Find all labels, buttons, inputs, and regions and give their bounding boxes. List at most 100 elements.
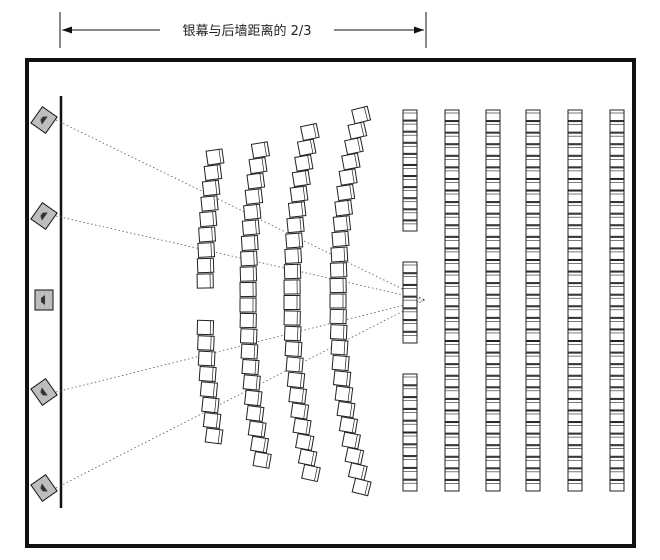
seat xyxy=(525,294,541,307)
seat xyxy=(402,187,418,199)
seat xyxy=(485,479,501,492)
seat xyxy=(444,155,460,168)
seat xyxy=(485,306,501,318)
seat xyxy=(351,477,372,497)
seat xyxy=(567,213,583,226)
seat xyxy=(609,398,625,411)
seat-column xyxy=(444,109,460,492)
seat xyxy=(444,398,460,411)
seat xyxy=(402,308,418,321)
speaker-icon xyxy=(30,377,58,407)
seat xyxy=(567,225,583,237)
seat xyxy=(240,343,259,360)
seat xyxy=(402,220,418,232)
seat xyxy=(239,266,258,282)
seat xyxy=(444,121,460,133)
curved-row xyxy=(196,148,225,445)
seat xyxy=(485,155,501,168)
seat xyxy=(567,375,583,388)
seat xyxy=(402,164,418,177)
seat xyxy=(402,131,418,143)
seat xyxy=(525,144,541,156)
seat xyxy=(402,320,418,332)
seat xyxy=(444,317,460,330)
seat xyxy=(248,156,268,175)
seat xyxy=(525,283,541,295)
seat xyxy=(286,216,305,234)
seat xyxy=(525,306,541,318)
seat xyxy=(239,328,258,344)
seat xyxy=(525,422,541,434)
seat xyxy=(525,259,541,272)
seat xyxy=(344,136,364,156)
seat xyxy=(485,271,501,284)
seat xyxy=(197,350,216,367)
seat xyxy=(609,144,625,156)
seat xyxy=(239,312,257,329)
seat xyxy=(525,167,541,179)
seat xyxy=(242,374,261,391)
seat xyxy=(244,188,264,205)
straight-seating xyxy=(402,109,625,492)
seat xyxy=(402,153,418,165)
seat xyxy=(609,190,625,203)
seat xyxy=(525,248,541,260)
seat xyxy=(444,225,460,237)
seat xyxy=(485,202,501,214)
seat xyxy=(402,456,418,468)
seat xyxy=(198,226,217,243)
seat xyxy=(485,468,501,480)
seat xyxy=(525,433,541,446)
seat xyxy=(567,364,583,376)
seat xyxy=(285,232,304,249)
seat xyxy=(244,389,263,407)
curved-row xyxy=(283,122,321,483)
seat xyxy=(567,283,583,295)
seat xyxy=(444,329,460,342)
seat xyxy=(609,213,625,226)
seat xyxy=(402,198,418,210)
speaker-icon xyxy=(30,105,58,135)
seat xyxy=(567,387,583,399)
seat xyxy=(444,144,460,156)
seat xyxy=(567,121,583,133)
seat xyxy=(609,468,625,480)
seat xyxy=(329,308,347,325)
seat xyxy=(525,329,541,342)
seat xyxy=(200,195,219,212)
seat xyxy=(336,400,356,419)
seat xyxy=(609,155,625,168)
seat xyxy=(292,417,312,436)
seat xyxy=(485,144,501,156)
seat xyxy=(567,109,583,122)
seat xyxy=(609,364,625,376)
seat xyxy=(485,248,501,260)
seat xyxy=(609,341,625,353)
seat xyxy=(567,468,583,480)
seat xyxy=(609,479,625,492)
seat-column xyxy=(567,109,583,492)
room-wall xyxy=(25,58,636,548)
seat xyxy=(567,190,583,203)
seat xyxy=(402,273,418,285)
seat xyxy=(609,317,625,330)
seat xyxy=(341,152,361,171)
seat xyxy=(444,445,460,457)
seat xyxy=(444,236,460,249)
seat xyxy=(290,402,310,420)
seat xyxy=(331,230,350,248)
seat xyxy=(444,190,460,203)
seat xyxy=(241,219,260,236)
seat xyxy=(402,467,418,480)
seat xyxy=(444,352,460,365)
seat xyxy=(609,329,625,342)
seat xyxy=(329,324,348,340)
seat xyxy=(196,257,215,274)
seat xyxy=(567,445,583,457)
seat xyxy=(525,410,541,423)
seat xyxy=(609,375,625,388)
seat xyxy=(567,341,583,353)
seat xyxy=(609,248,625,260)
seat xyxy=(197,242,216,258)
